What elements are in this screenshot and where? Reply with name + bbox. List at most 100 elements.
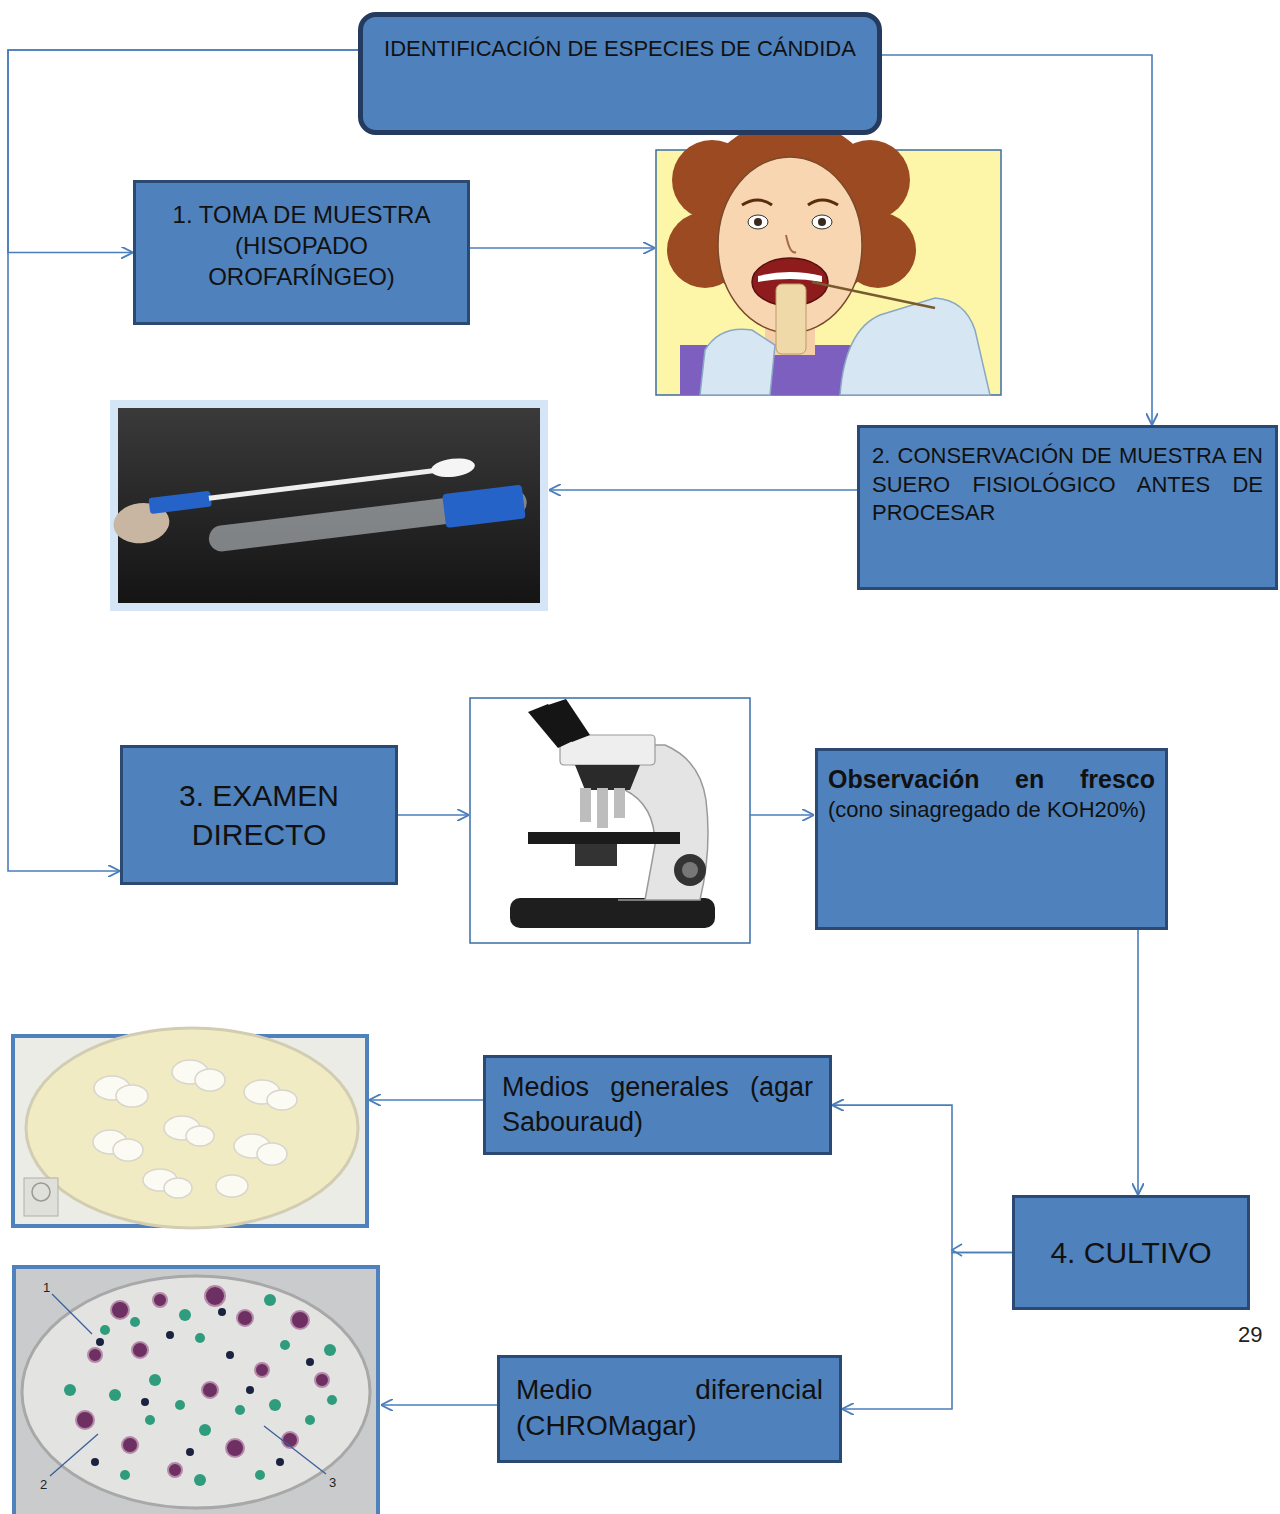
chromagar-plate-photo [14,1267,378,1514]
sabouraud-plate-photo [26,1028,358,1228]
node-text: 3. EXAMEN DIRECTO [133,776,385,854]
patient-illustration [812,282,935,308]
microscope-photo [597,788,608,828]
sabouraud-plate-photo [164,1178,192,1198]
sabouraud-plate-photo [13,1028,367,1228]
sabouraud-plate-photo [32,1183,50,1201]
sabouraud-plate-photo [93,1060,297,1198]
chromagar-plate-photo [237,1310,253,1326]
chromagar-plate-photo [305,1415,315,1425]
node-text-run: Observación en fresco [828,765,1155,793]
sabouraud-plate-photo [186,1126,214,1146]
chromagar-plate-photo [14,1267,378,1514]
leader-line [50,1434,98,1476]
microscope-photo [575,844,617,866]
leader-line [52,1294,92,1334]
chromagar-plate-photo [168,1463,182,1477]
chromagar-plate-photo [179,1309,191,1321]
page-number: 29 [1238,1324,1262,1346]
flow-connector [882,55,1152,425]
chromagar-plate-photo [88,1348,102,1362]
layout-arrow [549,489,857,491]
process-box: 3. EXAMEN DIRECTO [120,745,398,885]
chromagar-plate-photo [91,1308,314,1466]
microscope-photo [575,765,640,790]
patient-illustration [742,200,772,205]
flow-connector [1137,930,1139,1195]
chromagar-plate-photo [130,1317,140,1327]
callout-number: 1 [43,1281,50,1294]
node-text: IDENTIFICACIÓN DE ESPECIES DE CÁNDIDA [379,35,861,64]
node-text: 2. CONSERVACIÓN DE MUESTRA EN SUERO FISI… [872,442,1263,528]
media-box: Medio diferencial (CHROMagar) [497,1355,842,1463]
sabouraud-plate-photo [216,1175,248,1197]
node-text: Medio diferencial (CHROMagar) [516,1372,823,1445]
process-box: 2. CONSERVACIÓN DE MUESTRA EN SUERO FISI… [857,425,1278,590]
chromagar-plate-photo [166,1331,174,1339]
node-text-run: (cono sinagregado de KOH20%) [828,797,1146,822]
microscope-photo [548,699,590,742]
callout-number: 2 [40,1478,47,1491]
chromagar-plate-photo [120,1470,130,1480]
layout-arrow [470,247,655,249]
chromagar-plate-photo [205,1286,225,1306]
chromagar-plate-photo [255,1363,269,1377]
patient-illustration [776,284,806,354]
chromagar-plate-photo [122,1437,138,1453]
chromagar-plate-photo [199,1424,211,1436]
chromagar-plate-photo [246,1386,254,1394]
process-box: 4. CULTIVO [1012,1195,1250,1310]
chromagar-plate-photo [264,1294,276,1306]
patient-illustration [808,200,838,205]
chromagar-plate-photo [306,1358,314,1366]
flow-connector [842,1253,1012,1410]
patient-illustration [758,272,822,282]
chromagar-plate-photo [255,1470,265,1480]
chromagar-plate-photo [218,1308,226,1316]
chromagar-plate-photo [91,1458,99,1466]
microscope-photo [682,862,698,878]
chromagar-plate-photo [109,1389,121,1401]
chromagar-plate-photo [153,1293,167,1307]
chromagar-plate-photo [280,1340,290,1350]
sabouraud-plate-photo [24,1178,58,1216]
sabouraud-plate-photo [113,1139,143,1161]
chromagar-plate-photo [22,1276,370,1508]
swab-photo [118,408,540,603]
chromagar-plate-photo [132,1342,148,1358]
microscope-photo [470,698,750,943]
chromagar-plate-photo [202,1382,218,1398]
layout-arrow [369,1099,483,1101]
microscope-photo [614,788,625,818]
layout-arrow [750,814,814,816]
chromagar-plate-photo [64,1294,337,1486]
node-text: 4. CULTIVO [1025,1233,1237,1272]
chromagar-plate-photo [76,1411,94,1429]
patient-illustration [656,95,1001,395]
microscope-photo [470,698,750,943]
chromagar-plate-photo [100,1325,110,1335]
swab-photo [148,491,211,514]
chromagar-plate-photo [64,1384,76,1396]
chromagar-plate-photo [195,1333,205,1343]
swab-photo [110,400,548,611]
chromagar-plate-photo [276,1458,284,1466]
microscope-photo [580,788,591,822]
patient-illustration [812,215,832,229]
chromagar-plate-photo [327,1395,337,1405]
chromagar-plate-photo [76,1286,329,1477]
chromagar-plate-photo [226,1439,244,1457]
chromagar-plate-photo [186,1448,194,1456]
patient-illustration [748,215,768,229]
media-box: Medios generales (agar Sabouraud) [483,1055,832,1155]
chromagar-plate-photo [141,1398,149,1406]
leader-line [50,1294,326,1476]
callout-number: 3 [329,1476,336,1489]
chromagar-plate-photo [315,1373,329,1387]
node-text: Medios generales (agar Sabouraud) [502,1070,813,1140]
sabouraud-plate-photo [116,1085,148,1107]
swab-photo [209,467,440,500]
chromagar-plate-photo [194,1474,206,1486]
chromagar-plate-photo [324,1344,336,1356]
